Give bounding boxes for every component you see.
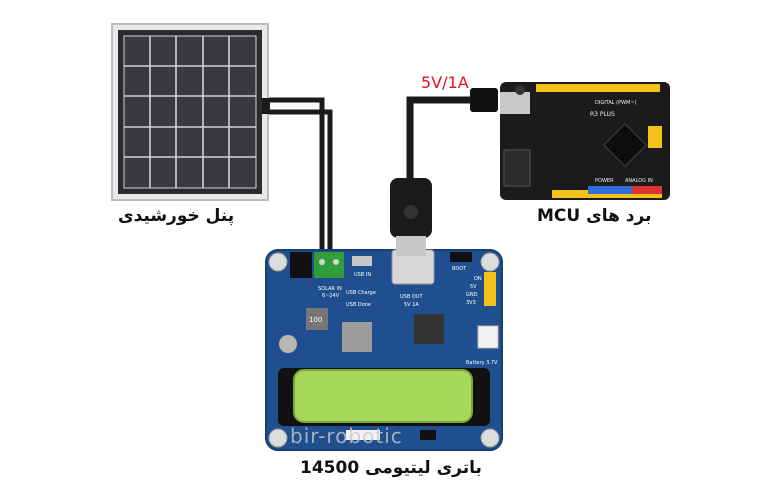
solar-panel-label: پنل خورشیدی	[118, 206, 235, 226]
header-pins	[484, 272, 496, 306]
inductor	[306, 308, 328, 330]
solar-cable-2	[259, 109, 333, 253]
power-rating-label: 5V/1A	[421, 73, 469, 92]
mcu-analog-text: ANALOG IN	[625, 178, 653, 184]
mcu-power-text: POWER	[595, 178, 614, 184]
mcu-digital-text: DIGITAL (PWM~)	[595, 100, 637, 106]
battery-connector	[477, 325, 499, 349]
label-inductor: 100	[309, 316, 322, 324]
solar-terminal	[314, 252, 344, 278]
label-on: ON	[474, 276, 482, 282]
solar-panel	[111, 23, 270, 201]
label-solar-range: 6~24V	[322, 293, 340, 299]
cables	[259, 96, 484, 253]
usb-in-port	[352, 256, 372, 266]
battery-label: باتری لیتیومی 14500	[300, 458, 482, 478]
power-board: SOLAR IN 6~24V USB IN USB Charge USB Don…	[265, 249, 503, 451]
label-usb-out-rating: 5V 1A	[404, 302, 419, 308]
label-usb-done: USB Done	[346, 302, 371, 308]
label-usb-charge: USB Charge	[346, 290, 376, 296]
label-usb-out: USB OUT	[400, 294, 423, 300]
solar-cable	[259, 97, 325, 253]
usb-a-plug	[390, 178, 432, 256]
label-solar-in: SOLAR IN	[318, 286, 342, 292]
mcu-model-text: R3 PLUS	[590, 111, 615, 118]
label-usb-in: USB IN	[354, 272, 371, 278]
label-gnd: GND	[466, 292, 478, 298]
mcu-board: R3 PLUS DIGITAL (PWM~) POWER ANALOG IN	[500, 82, 670, 200]
label-5v: 5V	[470, 284, 477, 290]
usb-micro-plug	[470, 88, 498, 112]
watermark: bir-robotic	[290, 424, 403, 448]
mcu-board-label: برد های MCU	[537, 206, 652, 226]
label-3v3: 3V3	[466, 300, 476, 306]
dc-jack	[290, 252, 312, 278]
solar-grid	[124, 36, 256, 188]
solar-cells	[123, 35, 257, 189]
battery-cell	[293, 369, 473, 423]
usb-cable	[406, 96, 484, 184]
label-boot: BOOT	[452, 266, 467, 272]
label-battery-voltage: Battery 3.7V	[466, 360, 498, 366]
